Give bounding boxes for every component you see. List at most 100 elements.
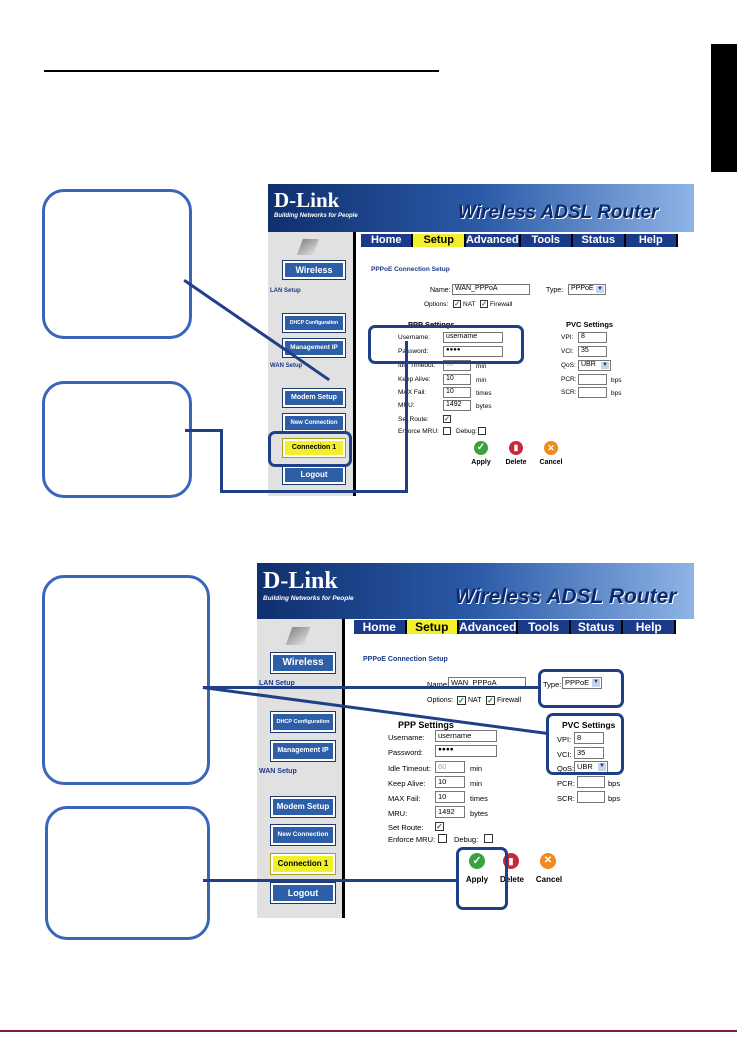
max-fail-input[interactable]: 10 (443, 387, 471, 398)
tab-help[interactable]: Help (623, 620, 677, 634)
pcr-input[interactable] (577, 776, 605, 788)
apply-icon[interactable]: ✓ (474, 441, 488, 455)
delete-icon[interactable]: ▮ (509, 441, 523, 455)
enforce-mru-checkbox[interactable] (443, 427, 451, 435)
connector-line (203, 879, 456, 882)
tab-home[interactable]: Home (361, 234, 414, 247)
tab-home[interactable]: Home (354, 620, 407, 634)
highlight-type-select (538, 669, 624, 708)
max-fail-unit: times (476, 390, 492, 397)
sidebar-new-connection-button[interactable]: New Connection (283, 414, 345, 432)
delete-button-label[interactable]: Delete (505, 459, 527, 466)
sidebar-modem-setup-button[interactable]: Modem Setup (271, 797, 335, 817)
name-input[interactable]: WAN_PPPoA (452, 284, 530, 295)
connector-line (185, 429, 222, 432)
tab-setup[interactable]: Setup (413, 234, 466, 247)
sidebar-connection-1-button[interactable]: Connection 1 (271, 854, 335, 874)
top-nav-tabs: Home Setup Advanced Tools Status Help (354, 620, 677, 634)
username-input[interactable]: username (443, 332, 503, 343)
firewall-checkbox[interactable]: ✓ (486, 696, 495, 705)
product-title: Wireless ADSL Router (455, 585, 677, 608)
enforce-mru-label: Enforce MRU: (398, 428, 439, 435)
set-route-checkbox[interactable]: ✓ (435, 822, 444, 831)
tab-setup[interactable]: Setup (406, 620, 460, 634)
sidebar-connection-1-button[interactable]: Connection 1 (283, 439, 345, 457)
keep-alive-unit: min (476, 377, 487, 384)
scr-unit: bps (608, 794, 621, 803)
cancel-icon[interactable]: ✕ (540, 853, 556, 869)
password-label: Password: (398, 348, 429, 355)
username-input[interactable]: username (435, 730, 497, 742)
keep-alive-input[interactable]: 10 (443, 374, 471, 385)
sidebar-dhcp-button[interactable]: DHCP Configuration (271, 712, 335, 732)
sidebar-management-ip-button[interactable]: Management IP (271, 741, 335, 761)
type-select[interactable]: PPPoE▼ (562, 677, 602, 689)
sidebar-wireless-button[interactable]: Wireless (271, 653, 335, 673)
cancel-button-label[interactable]: Cancel (539, 459, 563, 466)
vpi-input[interactable]: 8 (578, 332, 607, 343)
scr-input[interactable] (577, 791, 605, 803)
sidebar-wireless-button[interactable]: Wireless (283, 261, 345, 279)
set-route-label: Set Route: (388, 823, 424, 832)
scr-unit: bps (611, 390, 622, 397)
pcr-unit: bps (608, 779, 621, 788)
lan-setup-label: LAN Setup (259, 680, 295, 687)
nat-checkbox[interactable]: ✓ (453, 300, 461, 308)
sidebar-modem-setup-button[interactable]: Modem Setup (283, 389, 345, 407)
debug-label: Debug: (454, 835, 479, 844)
debug-checkbox[interactable] (478, 427, 486, 435)
type-select[interactable]: PPPoE▼ (568, 284, 606, 295)
max-fail-input[interactable]: 10 (435, 791, 465, 803)
qos-select[interactable]: UBR▼ (578, 360, 611, 371)
form-heading: PPPoE Connection Setup (363, 656, 448, 663)
nat-label: NAT (463, 301, 476, 308)
sidebar-dhcp-button[interactable]: DHCP Configuration (283, 314, 345, 332)
set-route-checkbox[interactable]: ✓ (443, 415, 451, 423)
apply-button-label[interactable]: Apply (465, 875, 489, 884)
sidebar-new-connection-button[interactable]: New Connection (271, 825, 335, 845)
cancel-button-label[interactable]: Cancel (535, 875, 563, 884)
vpi-input[interactable]: 8 (574, 732, 604, 744)
highlight-credentials (368, 325, 524, 364)
tab-tools[interactable]: Tools (518, 620, 571, 634)
apply-button-label[interactable]: Apply (471, 459, 491, 466)
idle-timeout-input[interactable]: 60 (443, 360, 471, 371)
firewall-checkbox[interactable]: ✓ (480, 300, 488, 308)
tab-tools[interactable]: Tools (521, 234, 574, 247)
chevron-down-icon: ▼ (598, 763, 606, 771)
vci-input[interactable]: 35 (578, 346, 607, 357)
tab-status[interactable]: Status (573, 234, 626, 247)
cancel-icon[interactable]: ✕ (544, 441, 558, 455)
tab-advanced[interactable]: Advanced (459, 620, 519, 634)
options-label: Options: (427, 697, 454, 704)
scr-label: SCR: (557, 794, 575, 803)
scr-input[interactable] (578, 387, 607, 398)
vci-label: VCI: (561, 348, 574, 355)
delete-button-label[interactable]: Delete (499, 875, 524, 884)
highlight-connection-1 (268, 431, 352, 467)
nat-checkbox[interactable]: ✓ (457, 696, 466, 705)
debug-checkbox[interactable] (484, 834, 493, 843)
tab-status[interactable]: Status (571, 620, 624, 634)
idle-timeout-input[interactable]: 60 (435, 761, 465, 773)
mru-input[interactable]: 1492 (443, 400, 471, 411)
tab-help[interactable]: Help (626, 234, 678, 247)
type-label: Type: (546, 287, 564, 294)
pcr-input[interactable] (578, 374, 607, 385)
vci-input[interactable]: 35 (574, 747, 604, 759)
password-input[interactable]: ●●●● (443, 346, 503, 357)
keep-alive-input[interactable]: 10 (435, 776, 465, 788)
tab-advanced[interactable]: Advanced (465, 234, 521, 247)
password-input[interactable]: ●●●● (435, 745, 497, 757)
sidebar-logout-button[interactable]: Logout (271, 883, 335, 903)
mru-input[interactable]: 1492 (435, 806, 465, 818)
keep-alive-unit: min (470, 779, 483, 788)
scr-label: SCR: (561, 389, 577, 396)
language-tab (711, 44, 737, 172)
sidebar-logout-button[interactable]: Logout (283, 466, 345, 484)
wan-setup-label: WAN Setup (270, 363, 303, 369)
ppp-settings-heading: PPP Settings (398, 720, 454, 730)
apply-icon[interactable]: ✓ (469, 853, 485, 869)
callout-box-1 (42, 189, 192, 339)
enforce-mru-checkbox[interactable] (438, 834, 447, 843)
